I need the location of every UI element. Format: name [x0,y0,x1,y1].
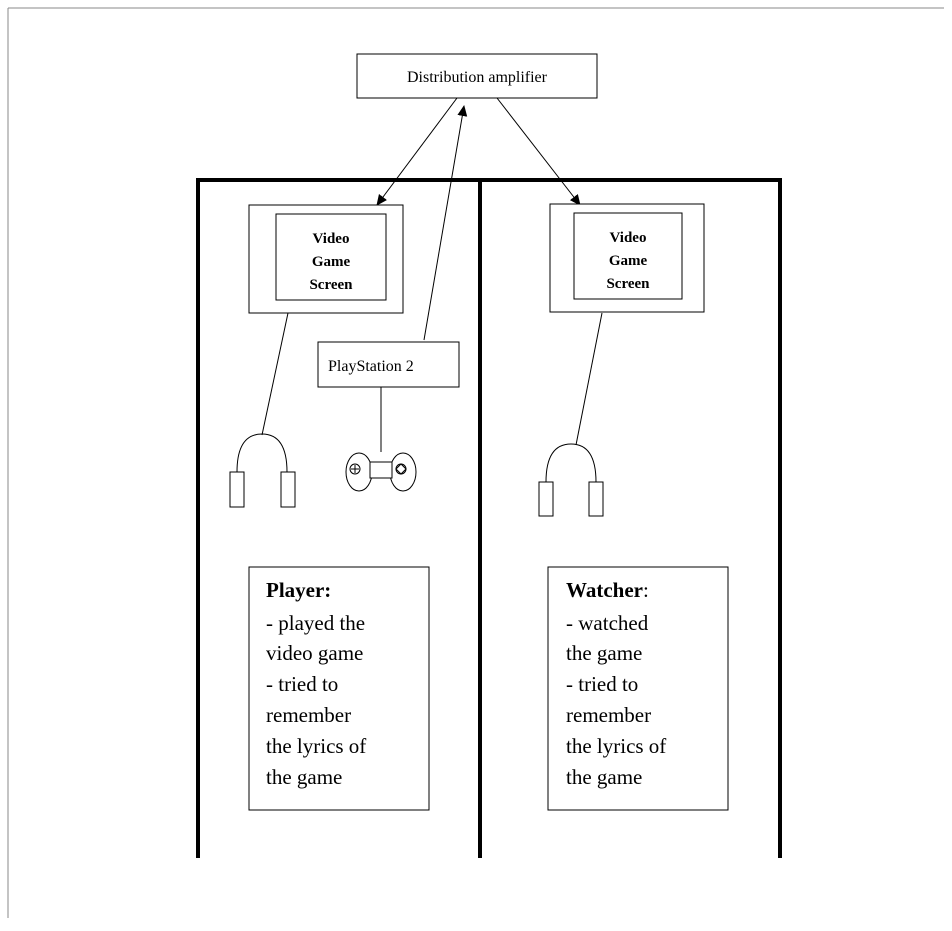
role-line: remember [266,703,351,727]
player-headphone-cable [261,312,289,436]
screen-label-line: Video [610,230,647,246]
console-label: PlayStation 2 [328,358,414,375]
arrow-console-to-amp [423,105,468,341]
room-walls [196,178,782,858]
player-role-title: Player: [266,578,331,602]
playstation-console: PlayStation 2 [317,341,460,388]
screen-label-line: Game [312,254,351,270]
role-line: the lyrics of [266,734,366,758]
amplifier-label: Distribution amplifier [407,69,548,86]
role-line: the game [566,765,642,789]
screen-label-line: Video [313,231,350,247]
role-line: - tried to [566,672,638,696]
role-line: remember [566,703,651,727]
watcher-video-screen: Video Game Screen [549,203,705,313]
player-role-box: Player: - played the video game - tried … [248,566,430,811]
player-video-screen: Video Game Screen [248,204,404,314]
watcher-role-title-text: Watcher [566,578,643,602]
role-line: - tried to [266,672,338,696]
arrow-amp-to-player-screen [376,97,458,206]
gamepad-icon [345,452,417,492]
role-line: - played the [266,611,365,635]
headphones-icon [538,443,604,517]
screen-label-line: Screen [309,277,353,293]
watcher-role-title-colon: : [643,578,649,602]
screen-label-line: Screen [606,276,650,292]
role-line: the game [266,765,342,789]
watcher-headphone-cable [575,312,603,446]
arrow-amp-to-watcher-screen [496,97,581,206]
watcher-role-title: Watcher: [566,578,649,602]
watcher-role-box: Watcher: - watched the game - tried to r… [547,566,729,811]
role-line: - watched [566,611,649,635]
distribution-amplifier: Distribution amplifier [356,53,598,99]
headphones-icon [229,433,296,508]
screen-label-line: Game [609,253,648,269]
role-line: video game [266,641,363,665]
role-line: the game [566,641,642,665]
role-line: the lyrics of [566,734,666,758]
